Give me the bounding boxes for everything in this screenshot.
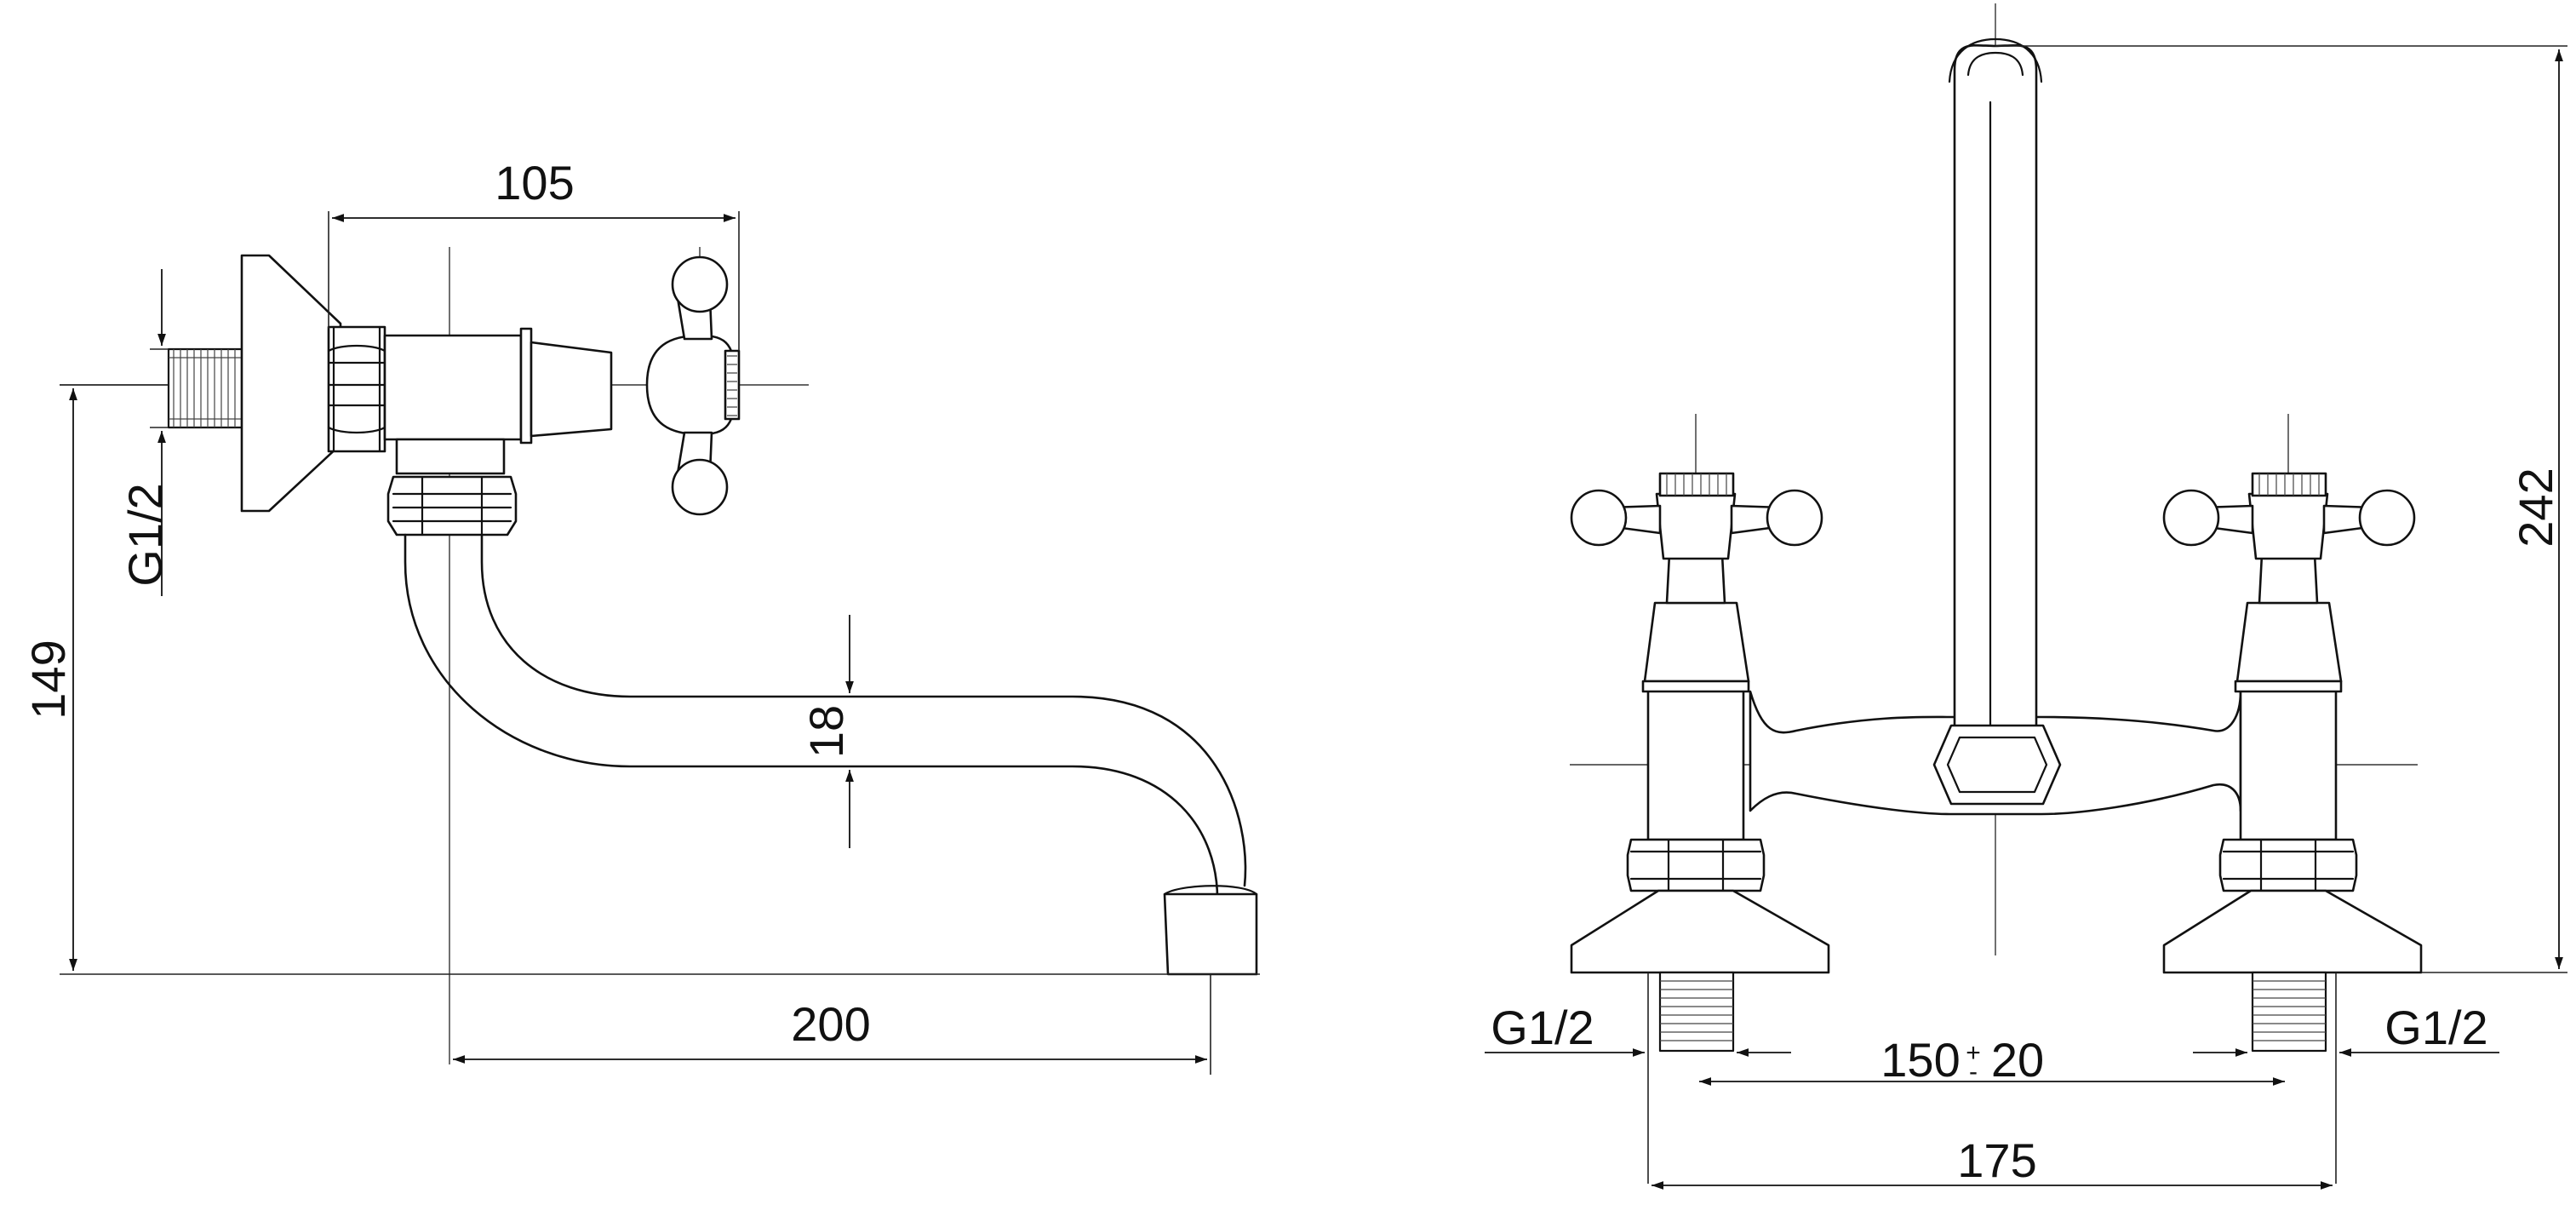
left-threaded-shank <box>1658 971 1735 1053</box>
left-valve <box>1570 472 1830 1053</box>
left-hex-nut <box>1626 838 1766 892</box>
outlet-block <box>395 438 506 475</box>
left-handle-hub <box>1655 492 1737 560</box>
cross-handle-side <box>671 255 729 516</box>
handle-hub <box>645 334 737 436</box>
dim-label-18: 18 <box>799 705 853 758</box>
right-threaded-shank <box>2251 971 2327 1053</box>
spout-hex-nut <box>1932 724 2062 806</box>
dim-label-20: 20 <box>1991 1033 2044 1087</box>
dimension-reach: 200 <box>453 974 1211 1075</box>
spout-pipe-outer <box>404 533 1219 904</box>
valve-collar <box>519 327 533 445</box>
dim-label-150: 150 <box>1880 1033 1960 1087</box>
swivel-nut <box>386 475 518 536</box>
wall-hex-nut <box>327 325 386 453</box>
right-bonnet <box>2235 601 2343 683</box>
spout-pipe-inner <box>480 533 1247 887</box>
dim-label-g12-right: G1/2 <box>2384 1001 2487 1054</box>
spout-front <box>1948 37 2043 768</box>
front-view: 242 G1/2 G1/2 150 + - 20 175 <box>1485 3 2567 1190</box>
dim-label-g12-left: G1/2 <box>1491 1001 1594 1054</box>
dimension-pipe-diameter: 18 <box>799 615 854 848</box>
dimension-total-height: 242 <box>1995 45 2567 973</box>
side-view: 105 149 G1/2 18 200 <box>21 156 1260 1075</box>
threaded-inlet <box>167 347 243 429</box>
right-hex-nut <box>2218 838 2358 892</box>
dim-label-149: 149 <box>21 640 75 719</box>
dim-label-242: 242 <box>2509 468 2562 547</box>
right-base-flange <box>2162 889 2423 974</box>
wall-flange <box>240 254 342 513</box>
dim-label-105: 105 <box>495 156 574 209</box>
valve-body <box>383 334 523 441</box>
dimension-width: 105 <box>328 156 740 351</box>
spout-aerator <box>1163 892 1258 976</box>
dim-label-200: 200 <box>791 997 870 1051</box>
right-handle-cap <box>2251 472 2327 497</box>
left-handle-cap <box>1658 472 1735 497</box>
right-valve <box>2162 472 2423 1053</box>
dimension-thread-left: G1/2 <box>1485 972 1791 1184</box>
valve-bonnet <box>530 341 613 438</box>
handle-indicator-cap <box>724 349 741 421</box>
dimension-thread-side: G1/2 <box>118 269 172 596</box>
dimension-centers: 150 + - 20 <box>1699 1033 2285 1087</box>
dim-label-175: 175 <box>1957 1133 2036 1187</box>
left-base-flange <box>1570 889 1830 974</box>
dim-label-plus: + <box>1966 1039 1981 1067</box>
dimension-height: 149 <box>21 384 1260 975</box>
dim-label-minus: - <box>1969 1058 1978 1086</box>
left-bonnet <box>1643 601 1750 683</box>
dimension-overall-width: 175 <box>1652 1133 2333 1190</box>
dim-label-g12-side: G1/2 <box>118 483 172 586</box>
right-handle-hub <box>2247 492 2329 560</box>
dimension-thread-right: G1/2 <box>2193 972 2499 1184</box>
